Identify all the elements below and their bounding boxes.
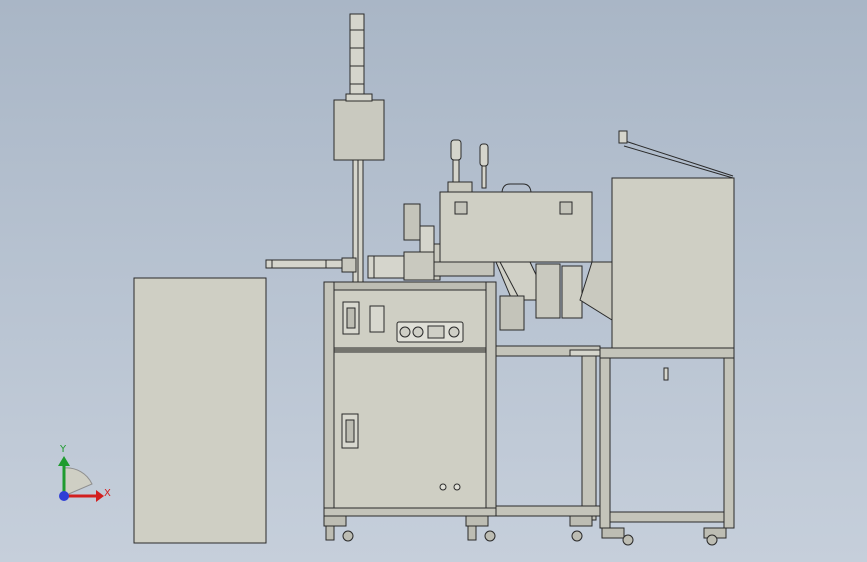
feed-chute	[433, 261, 583, 331]
y-arrow-head	[58, 456, 70, 466]
axis-x-label: X	[104, 488, 111, 499]
z-axis-dot	[59, 491, 69, 501]
top-pneumatic-cylinders	[447, 139, 489, 193]
horizontal-cylinder	[265, 251, 435, 281]
x-arrow-head	[96, 490, 104, 502]
axis-y-label: Y	[59, 444, 67, 455]
left-cabinet	[133, 277, 267, 544]
main-frame	[323, 281, 497, 517]
mast-head-box	[333, 93, 385, 161]
right-cabinet	[611, 130, 735, 349]
incline-conveyor	[579, 261, 613, 321]
middle-frame	[495, 345, 601, 521]
right-table-frame	[599, 347, 735, 529]
front-control-panel[interactable]	[342, 301, 464, 343]
coordinate-triad: X Y	[58, 444, 111, 502]
caster-wheels	[323, 515, 727, 546]
cabinet-door[interactable]	[341, 413, 461, 491]
top-hopper-box	[439, 183, 593, 263]
